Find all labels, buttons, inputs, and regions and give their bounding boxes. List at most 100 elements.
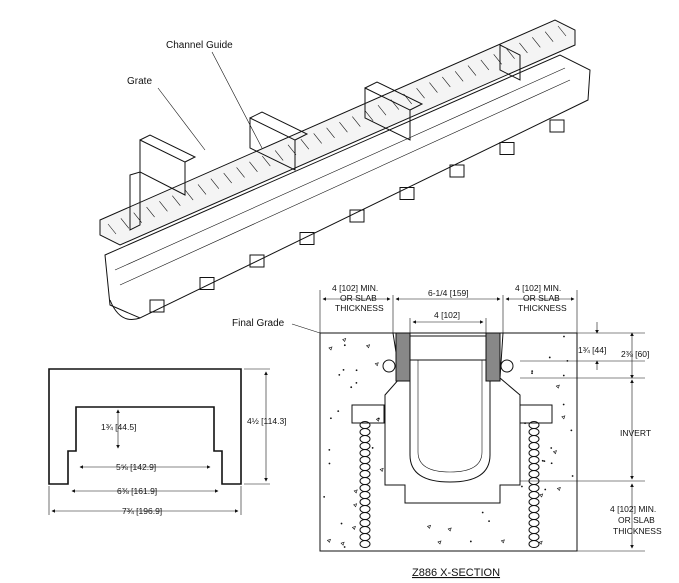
grate-slot xyxy=(480,59,490,71)
dim-overall-width: 7¾ [196.9] xyxy=(122,506,162,516)
concrete-speck xyxy=(531,372,533,375)
left-min-line1: 4 [102] MIN. xyxy=(332,283,378,293)
grate-slot xyxy=(364,110,374,122)
concrete-aggregate xyxy=(539,493,544,498)
grate-slot xyxy=(223,172,232,184)
grate-slot xyxy=(454,71,464,82)
rebar-segment xyxy=(359,533,371,541)
grate-slot xyxy=(416,88,425,99)
dim-outer-width: 6-1/4 [159] xyxy=(428,288,469,298)
channel-support xyxy=(349,209,365,223)
channel-support xyxy=(149,299,165,313)
concrete-speck xyxy=(343,546,346,548)
concrete-speck xyxy=(328,448,331,451)
rebar-segment xyxy=(359,484,371,492)
rebar-segment xyxy=(359,519,371,527)
concrete-aggregate xyxy=(552,450,557,455)
concrete-aggregate xyxy=(340,541,345,546)
rebar-segment xyxy=(528,442,540,450)
rebar-segment xyxy=(359,463,371,471)
concrete-speck xyxy=(481,511,484,514)
concrete-speck xyxy=(570,429,573,432)
bottom-min-line3: THICKNESS xyxy=(613,526,662,536)
rebar-segment xyxy=(359,435,371,443)
grate-slot xyxy=(159,201,168,212)
concrete-aggregate xyxy=(500,539,505,544)
concrete-aggregate xyxy=(437,540,442,545)
concrete-speck xyxy=(550,447,553,449)
concrete-speck xyxy=(562,403,565,406)
concrete-speck xyxy=(469,540,472,543)
rebar-segment xyxy=(359,456,371,464)
concrete-aggregate xyxy=(353,503,358,508)
rebar-segment xyxy=(528,428,540,436)
section-title: Z886 X-SECTION xyxy=(412,567,500,579)
rebar-segment xyxy=(528,498,540,506)
concrete-aggregate xyxy=(447,527,452,532)
concrete-speck xyxy=(342,369,345,371)
concrete-aggregate xyxy=(353,489,358,494)
rebar-segment xyxy=(359,428,371,436)
rebar-segment xyxy=(528,540,540,548)
concrete-speck xyxy=(355,382,358,384)
concrete-aggregate xyxy=(555,384,560,389)
grate-slot xyxy=(429,82,438,93)
concrete-aggregate xyxy=(556,486,561,491)
dim-mid-width: 6⅜ [161.9] xyxy=(117,486,157,496)
rebar-segment xyxy=(528,435,540,443)
concrete-speck xyxy=(521,485,523,488)
grate-slot xyxy=(274,150,284,161)
rebar-segment xyxy=(528,519,540,527)
concrete-aggregate xyxy=(426,524,432,529)
concrete-speck xyxy=(548,356,551,359)
grate-slot xyxy=(377,105,387,116)
channel-support xyxy=(299,232,315,245)
rebar-segment xyxy=(359,498,371,506)
concrete-speck xyxy=(550,462,553,465)
grate-slot xyxy=(172,195,181,206)
right-min-line2: OR SLAB xyxy=(523,293,560,303)
grate-slot xyxy=(519,42,528,54)
rebar-segment xyxy=(528,533,540,541)
concrete-aggregate xyxy=(561,415,566,420)
rebar-segment xyxy=(359,477,371,485)
rebar-segment xyxy=(528,449,540,457)
grate-slot xyxy=(107,223,117,235)
left-min-line3: THICKNESS xyxy=(335,303,384,313)
final-grade-leader xyxy=(291,323,321,334)
concrete-aggregate xyxy=(374,362,379,367)
grate-slot xyxy=(120,218,130,229)
grate-slot xyxy=(210,178,220,189)
rebar-segment xyxy=(528,463,540,471)
concrete-speck xyxy=(329,417,332,420)
channel-support xyxy=(249,254,265,268)
dim-inner-width-section: 4 [102] xyxy=(434,310,460,320)
grate-slot xyxy=(442,76,451,88)
grate-slot xyxy=(146,206,155,218)
bottom-min-line2: OR SLAB xyxy=(618,515,655,525)
channel-support xyxy=(549,119,565,133)
grate-slot xyxy=(249,161,258,172)
grate-slot xyxy=(313,133,322,144)
grate-slot xyxy=(557,25,567,37)
concrete-speck xyxy=(338,373,341,376)
concrete-speck xyxy=(323,495,326,498)
grate-label: Grate xyxy=(127,76,152,87)
grate-slot xyxy=(197,184,207,195)
rebar-segment xyxy=(359,491,371,499)
concrete-speck xyxy=(328,462,331,465)
rebar-segment xyxy=(359,540,371,548)
rebar-segment xyxy=(359,512,371,520)
invert-label: INVERT xyxy=(620,428,651,438)
dim-inner-width: 5⅝ [142.9] xyxy=(116,462,156,472)
concrete-speck xyxy=(337,410,340,413)
concrete-speck xyxy=(343,344,346,347)
concrete-speck xyxy=(371,447,374,449)
concrete-speck xyxy=(377,417,380,420)
rebar-segment xyxy=(528,470,540,478)
channel-support xyxy=(449,164,465,178)
grate-slot xyxy=(532,37,541,48)
rebar-segment xyxy=(528,505,540,513)
channel-profile xyxy=(48,368,270,515)
cross-section xyxy=(319,290,645,552)
